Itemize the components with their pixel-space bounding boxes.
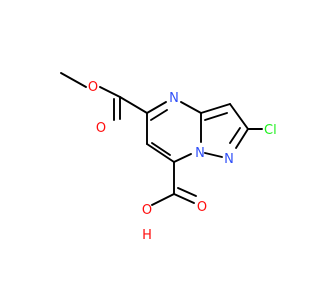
bond [146, 143, 175, 163]
bond [146, 101, 167, 114]
molecule-canvas: O O N N N Cl O O H [60, 72, 277, 243]
bond [235, 128, 249, 149]
structure-diagram: O O N N N Cl O O H [60, 72, 277, 243]
bond [173, 153, 192, 163]
bond [119, 96, 148, 114]
bond [177, 187, 197, 197]
oxygen-ester-carbonyl-label: O [96, 121, 106, 136]
bond [173, 193, 195, 204]
bond [180, 101, 202, 114]
bond [99, 86, 121, 98]
oxygen-acid-carbonyl-label: O [197, 200, 207, 215]
nitrogen-pyrimidine-label: N [169, 91, 179, 106]
bond [151, 142, 171, 156]
bond [204, 152, 223, 158]
bond [200, 103, 231, 114]
bond-layer [60, 72, 263, 206]
bond [60, 72, 87, 88]
oxygen-hydroxyl-label: O [142, 203, 152, 218]
bond [229, 127, 241, 144]
chlorine-label: Cl [264, 123, 277, 138]
atom-label-layer: O O N N N Cl O O H [88, 80, 277, 243]
bond [151, 193, 175, 206]
hydrogen-hydroxyl-label: H [142, 228, 152, 243]
nitrogen-bridgehead-label: N [195, 146, 205, 161]
oxygen-methoxy-label: O [88, 80, 98, 95]
bond [204, 112, 228, 121]
bond [229, 103, 249, 130]
nitrogen-pyrazole-label: N [224, 152, 234, 167]
bond [150, 109, 168, 121]
